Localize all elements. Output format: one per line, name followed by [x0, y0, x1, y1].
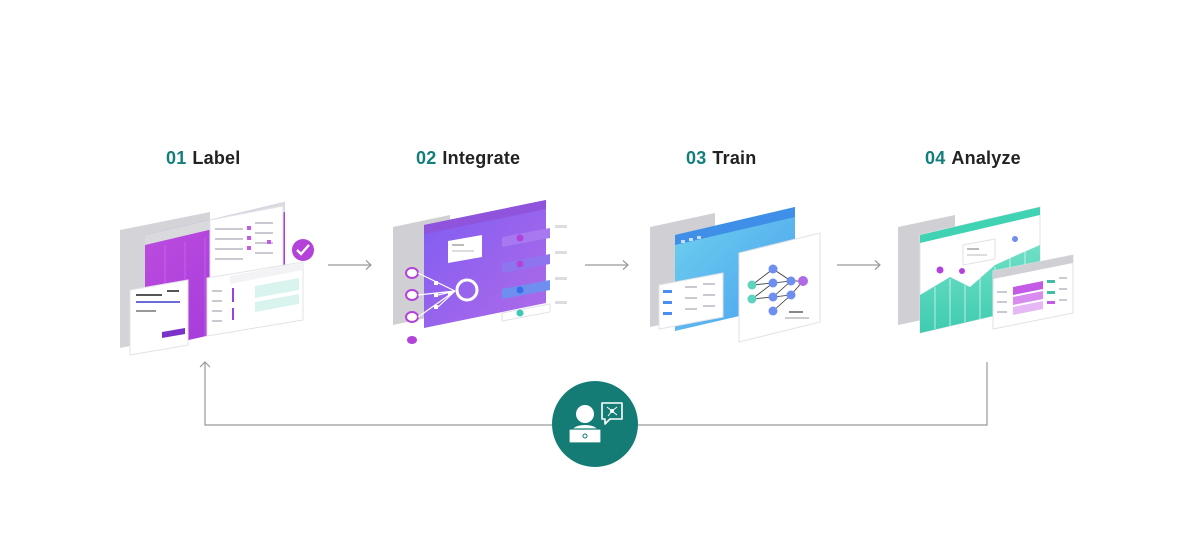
label-illustration: [115, 190, 330, 360]
arrow-right-icon: [837, 258, 883, 276]
step-number: 02: [416, 148, 437, 168]
step-number: 03: [686, 148, 707, 168]
arrow-right-icon: [585, 258, 631, 276]
step-name: Analyze: [951, 148, 1021, 168]
analyze-illustration: [895, 195, 1080, 345]
step-number: 01: [166, 148, 187, 168]
human-in-the-loop-icon: [552, 381, 638, 467]
integrate-illustration: [390, 195, 570, 350]
step-name: Integrate: [442, 148, 521, 168]
train-illustration: [645, 195, 830, 345]
chat-bubble-icon: [601, 402, 623, 425]
check-icon: [296, 244, 310, 256]
step-name: Train: [712, 148, 757, 168]
step-number: 04: [925, 148, 946, 168]
arrow-right-icon: [328, 258, 374, 276]
step-name: Label: [192, 148, 241, 168]
